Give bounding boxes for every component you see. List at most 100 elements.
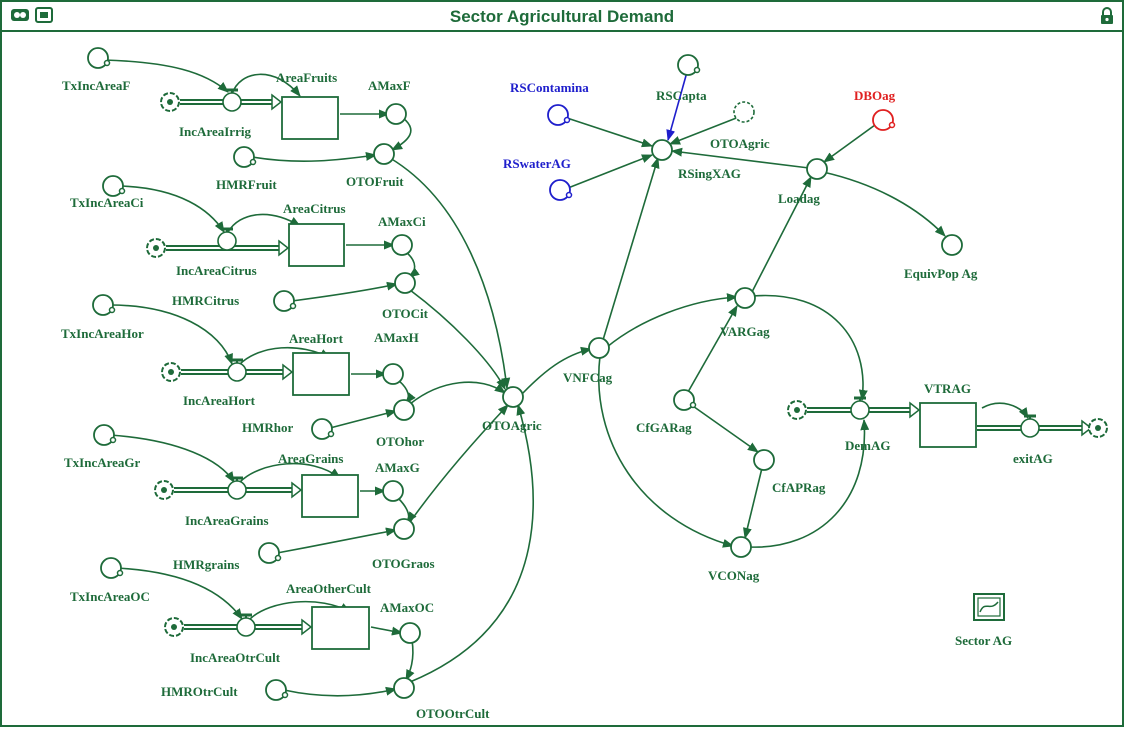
converter-vargag[interactable]: VARGag xyxy=(720,287,770,339)
cloud-icon xyxy=(146,238,166,258)
converter-label: OTOAgric xyxy=(482,418,542,433)
converter-txincareagr[interactable]: TxIncAreaGr xyxy=(64,424,141,470)
connector-32 xyxy=(602,156,660,341)
map-icon[interactable] xyxy=(10,7,30,28)
converter-label: OTOCit xyxy=(382,306,429,321)
converter-label: AMaxCi xyxy=(378,214,426,229)
stock-areafruits[interactable]: AreaFruits xyxy=(276,70,339,140)
flow-incareairrig[interactable]: IncAreaIrrig xyxy=(179,88,251,139)
title-bar: Sector Agricultural Demand xyxy=(2,2,1122,32)
converter-dboag[interactable]: DBOag xyxy=(854,88,896,131)
model-icon[interactable] xyxy=(35,7,53,28)
connector-37 xyxy=(823,124,876,163)
converter-label: RSwaterAG xyxy=(503,156,571,171)
converter-cfgarag[interactable]: CfGARag xyxy=(636,389,697,435)
converter-otohor[interactable]: OTOhor xyxy=(376,399,424,449)
converter-label: HMRFruit xyxy=(216,177,277,192)
ghost-converter-otoagric[interactable]: OTOAgric xyxy=(710,101,770,151)
stock-areacitrus[interactable]: AreaCitrus xyxy=(283,201,346,267)
connector-33 xyxy=(566,117,654,148)
converter-label: VCONag xyxy=(708,568,760,583)
connector-16 xyxy=(329,409,398,429)
converter-vnfcag[interactable]: VNFCag xyxy=(563,337,613,385)
converter-amaxoc[interactable]: AMaxOC xyxy=(380,600,434,644)
converter-amaxci[interactable]: AMaxCi xyxy=(378,214,426,256)
flow-label: IncAreaOtrCult xyxy=(190,650,281,665)
converter-txincareaci[interactable]: TxIncAreaCi xyxy=(70,175,144,210)
flow-incareagrains[interactable]: IncAreaGrains xyxy=(185,476,269,528)
converter-label: DBOag xyxy=(854,88,896,103)
graph-pad-icon[interactable]: Sector AG xyxy=(955,593,1012,648)
converter-label: AMaxOC xyxy=(380,600,434,615)
connector-41 xyxy=(687,305,738,393)
connector-45 xyxy=(598,355,735,548)
lock-icon[interactable] xyxy=(1100,7,1114,30)
connector-19 xyxy=(239,462,341,483)
connector-30 xyxy=(520,346,593,396)
converter-otofruit[interactable]: OTOFruit xyxy=(346,143,404,189)
connector-31 xyxy=(606,293,739,348)
converter-label: VARGag xyxy=(720,324,770,339)
stock-areagrains[interactable]: AreaGrains xyxy=(278,451,359,518)
converter-hmrfruit[interactable]: HMRFruit xyxy=(216,146,277,192)
converter-label: VNFCag xyxy=(563,370,613,385)
flow-label: IncAreaGrains xyxy=(185,513,269,528)
converter-label: OTOOtrCult xyxy=(416,706,490,721)
cloud-icon xyxy=(160,92,180,112)
connector-27 xyxy=(405,639,415,682)
converter-otograos[interactable]: OTOGraos xyxy=(372,518,435,571)
connector-40 xyxy=(752,294,868,402)
flow-incareaotrcult[interactable]: IncAreaOtrCult xyxy=(190,613,281,665)
converter-amaxg[interactable]: AMaxG xyxy=(375,460,420,502)
converter-txincareaf[interactable]: TxIncAreaF xyxy=(62,47,130,93)
converter-loadag[interactable]: Loadag xyxy=(778,158,828,206)
flow-demag[interactable]: DemAG xyxy=(845,396,891,453)
converter-rsingxag[interactable]: RSingXAG xyxy=(651,139,741,181)
converter-label: Loadag xyxy=(778,191,820,206)
connector-44 xyxy=(748,418,870,548)
converter-label: OTOGraos xyxy=(372,556,435,571)
stock-vtrag[interactable]: VTRAG xyxy=(919,381,977,448)
flow-label: exitAG xyxy=(1013,451,1053,466)
converter-rscapta[interactable]: RSCapta xyxy=(656,54,707,103)
converter-equivpop-ag[interactable]: EquivPop Ag xyxy=(904,234,978,281)
converter-label: HMROtrCult xyxy=(161,684,238,699)
converter-cfaprag[interactable]: CfAPRag xyxy=(753,449,826,495)
flow-exitag[interactable]: exitAG xyxy=(1013,414,1053,466)
connector-11 xyxy=(409,289,506,390)
connector-10 xyxy=(291,281,399,302)
converter-amaxh[interactable]: AMaxH xyxy=(374,330,419,385)
converter-vconag[interactable]: VCONag xyxy=(708,536,760,583)
converter-label: TxIncAreaOC xyxy=(70,589,150,604)
converter-txincareaoc[interactable]: TxIncAreaOC xyxy=(70,557,150,604)
connector-4 xyxy=(251,151,378,162)
connector-7 xyxy=(227,213,301,233)
converter-otootrcult[interactable]: OTOOtrCult xyxy=(393,677,490,721)
converter-amaxf[interactable]: AMaxF xyxy=(368,78,411,125)
converter-otocit[interactable]: OTOCit xyxy=(382,272,429,321)
stock-areahort[interactable]: AreaHort xyxy=(289,331,350,396)
flow-incareahort[interactable]: IncAreaHort xyxy=(183,358,256,408)
flow-incareacitrus[interactable]: IncAreaCitrus xyxy=(176,227,257,278)
connector-36 xyxy=(670,147,810,169)
converter-hmrcitrus[interactable]: HMRCitrus xyxy=(172,290,297,312)
connector-26 xyxy=(370,626,404,636)
converter-hmrgrains[interactable]: HMRgrains xyxy=(173,542,282,572)
stock-areaothercult[interactable]: AreaOtherCult xyxy=(286,581,372,650)
connector-24 xyxy=(116,567,243,620)
stock-label: VTRAG xyxy=(924,381,971,396)
converter-label: TxIncAreaHor xyxy=(61,326,144,341)
converter-txincareahor[interactable]: TxIncAreaHor xyxy=(61,294,144,341)
converter-label: TxIncAreaF xyxy=(62,78,130,93)
converter-hmrotrcult[interactable]: HMROtrCult xyxy=(161,679,289,701)
connector-0 xyxy=(103,59,229,93)
connector-rscapta xyxy=(666,71,688,142)
converter-rscontamina[interactable]: RSContamina xyxy=(510,80,589,126)
nodes: AreaFruitsAreaCitrusAreaHortAreaGrainsAr… xyxy=(61,47,1108,721)
stock-label: AreaCitrus xyxy=(283,201,346,216)
converter-label: AMaxG xyxy=(375,460,420,475)
converter-rswaterag[interactable]: RSwaterAG xyxy=(503,156,573,201)
converter-hmrhor[interactable]: HMRhor xyxy=(242,418,335,440)
converter-otoagric[interactable]: OTOAgric xyxy=(482,386,542,433)
